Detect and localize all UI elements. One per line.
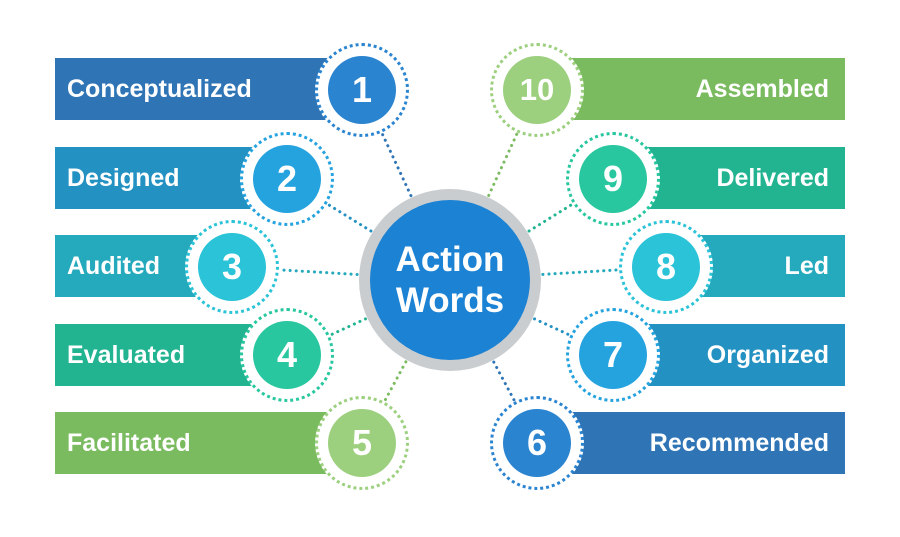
center-hub: Action Words (370, 200, 530, 360)
item-5-number: 5 (328, 409, 396, 477)
item-7-number: 7 (579, 321, 647, 389)
connector-item-6 (492, 360, 516, 403)
item-8-label: Led (784, 252, 829, 280)
item-6-bar: Recommended (562, 412, 845, 474)
item-9-number: 9 (579, 145, 647, 213)
item-1-number: 1 (328, 56, 396, 124)
item-3-number: 3 (198, 233, 266, 301)
item-6-label: Recommended (649, 429, 829, 457)
item-4-label: Evaluated (67, 341, 186, 369)
connector-item-9 (527, 202, 574, 233)
item-1-bar: Conceptualized (55, 58, 340, 120)
item-3-label: Audited (67, 252, 161, 280)
connector-item-10 (487, 132, 519, 197)
connector-item-4 (329, 317, 368, 337)
item-2-number: 2 (253, 145, 321, 213)
connector-item-3 (278, 268, 359, 276)
center-title-line-1: Action (395, 240, 505, 279)
item-2-bar: Designed (55, 147, 260, 209)
item-5-bar: Facilitated (55, 412, 340, 474)
item-10-number: 10 (503, 56, 571, 124)
item-4-bar: Evaluated (55, 324, 260, 386)
connector-item-2 (326, 202, 373, 233)
item-7-bar: Organized (637, 324, 845, 386)
item-8-bar: Led (690, 235, 845, 297)
item-9-label: Delivered (716, 164, 829, 192)
connector-item-1 (380, 132, 413, 198)
connector-item-7 (532, 317, 571, 337)
connector-item-8 (541, 268, 620, 276)
item-6-number: 6 (503, 409, 571, 477)
connector-item-5 (383, 360, 408, 403)
item-9-bar: Delivered (637, 147, 845, 209)
item-1-label: Conceptualized (67, 75, 252, 103)
item-10-label: Assembled (695, 75, 829, 103)
item-7-label: Organized (706, 341, 829, 369)
item-10-bar: Assembled (562, 58, 845, 120)
center-title-line-2: Words (395, 281, 505, 320)
item-5-label: Facilitated (67, 429, 191, 457)
item-8-number: 8 (632, 233, 700, 301)
item-2-label: Designed (67, 164, 180, 192)
item-3-bar: Audited (55, 235, 207, 297)
item-4-number: 4 (253, 321, 321, 389)
